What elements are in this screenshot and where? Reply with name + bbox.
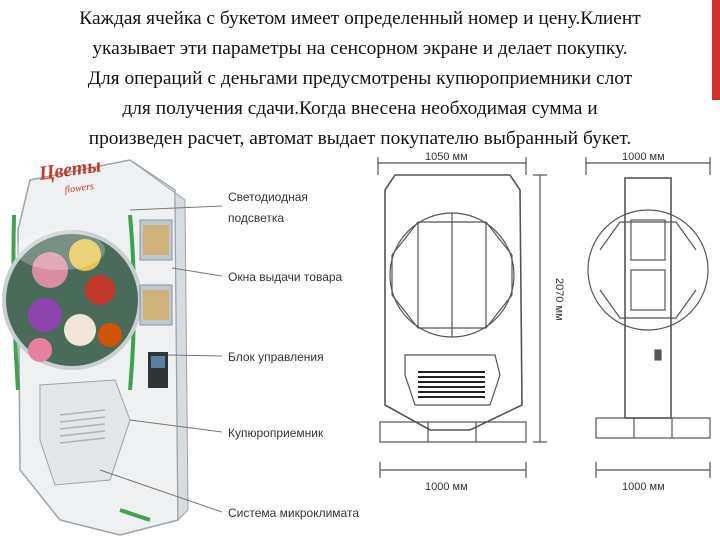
height-dimension: 2070 мм (553, 278, 565, 321)
brand-subtitle: flowers (64, 181, 95, 196)
front-width-bottom-dimension: 1000 мм (425, 481, 468, 493)
callout-microclimate: Система микроклимата (228, 506, 359, 520)
front-drawing (377, 157, 547, 478)
side-width-bottom-dimension: 1000 мм (622, 481, 665, 493)
callout-bill-acceptor: Купюроприемник (228, 426, 324, 440)
paragraph-line: Для операций с деньгами предусмотрены ку… (87, 68, 633, 89)
paragraph-line: указывает эти параметры на сенсорном экр… (92, 38, 628, 59)
side-drawing (585, 157, 711, 478)
description-paragraph: Каждая ячейка с букетом имеет определенн… (0, 4, 720, 154)
vending-machine-figure: Цветы flowers Светодиодная подсветка О (2, 151, 711, 536)
accent-bar (712, 0, 720, 100)
front-width-top-dimension: 1050 мм (425, 151, 468, 163)
paragraph-line: Каждая ячейка с букетом имеет определенн… (79, 8, 641, 29)
callout-delivery-windows: Окна выдачи товара (228, 270, 343, 284)
machine-illustration: Цветы flowers (2, 154, 223, 536)
callout-led-lighting-1: Светодиодная (228, 190, 308, 204)
paragraph-line: для получения сдачи.Когда внесена необхо… (122, 98, 598, 119)
callout-control-block: Блок управления (228, 350, 324, 364)
side-width-top-dimension: 1000 мм (622, 151, 665, 163)
callout-led-lighting-2: подсветка (228, 211, 284, 225)
paragraph-line: произведен расчет, автомат выдает покупа… (88, 128, 632, 149)
